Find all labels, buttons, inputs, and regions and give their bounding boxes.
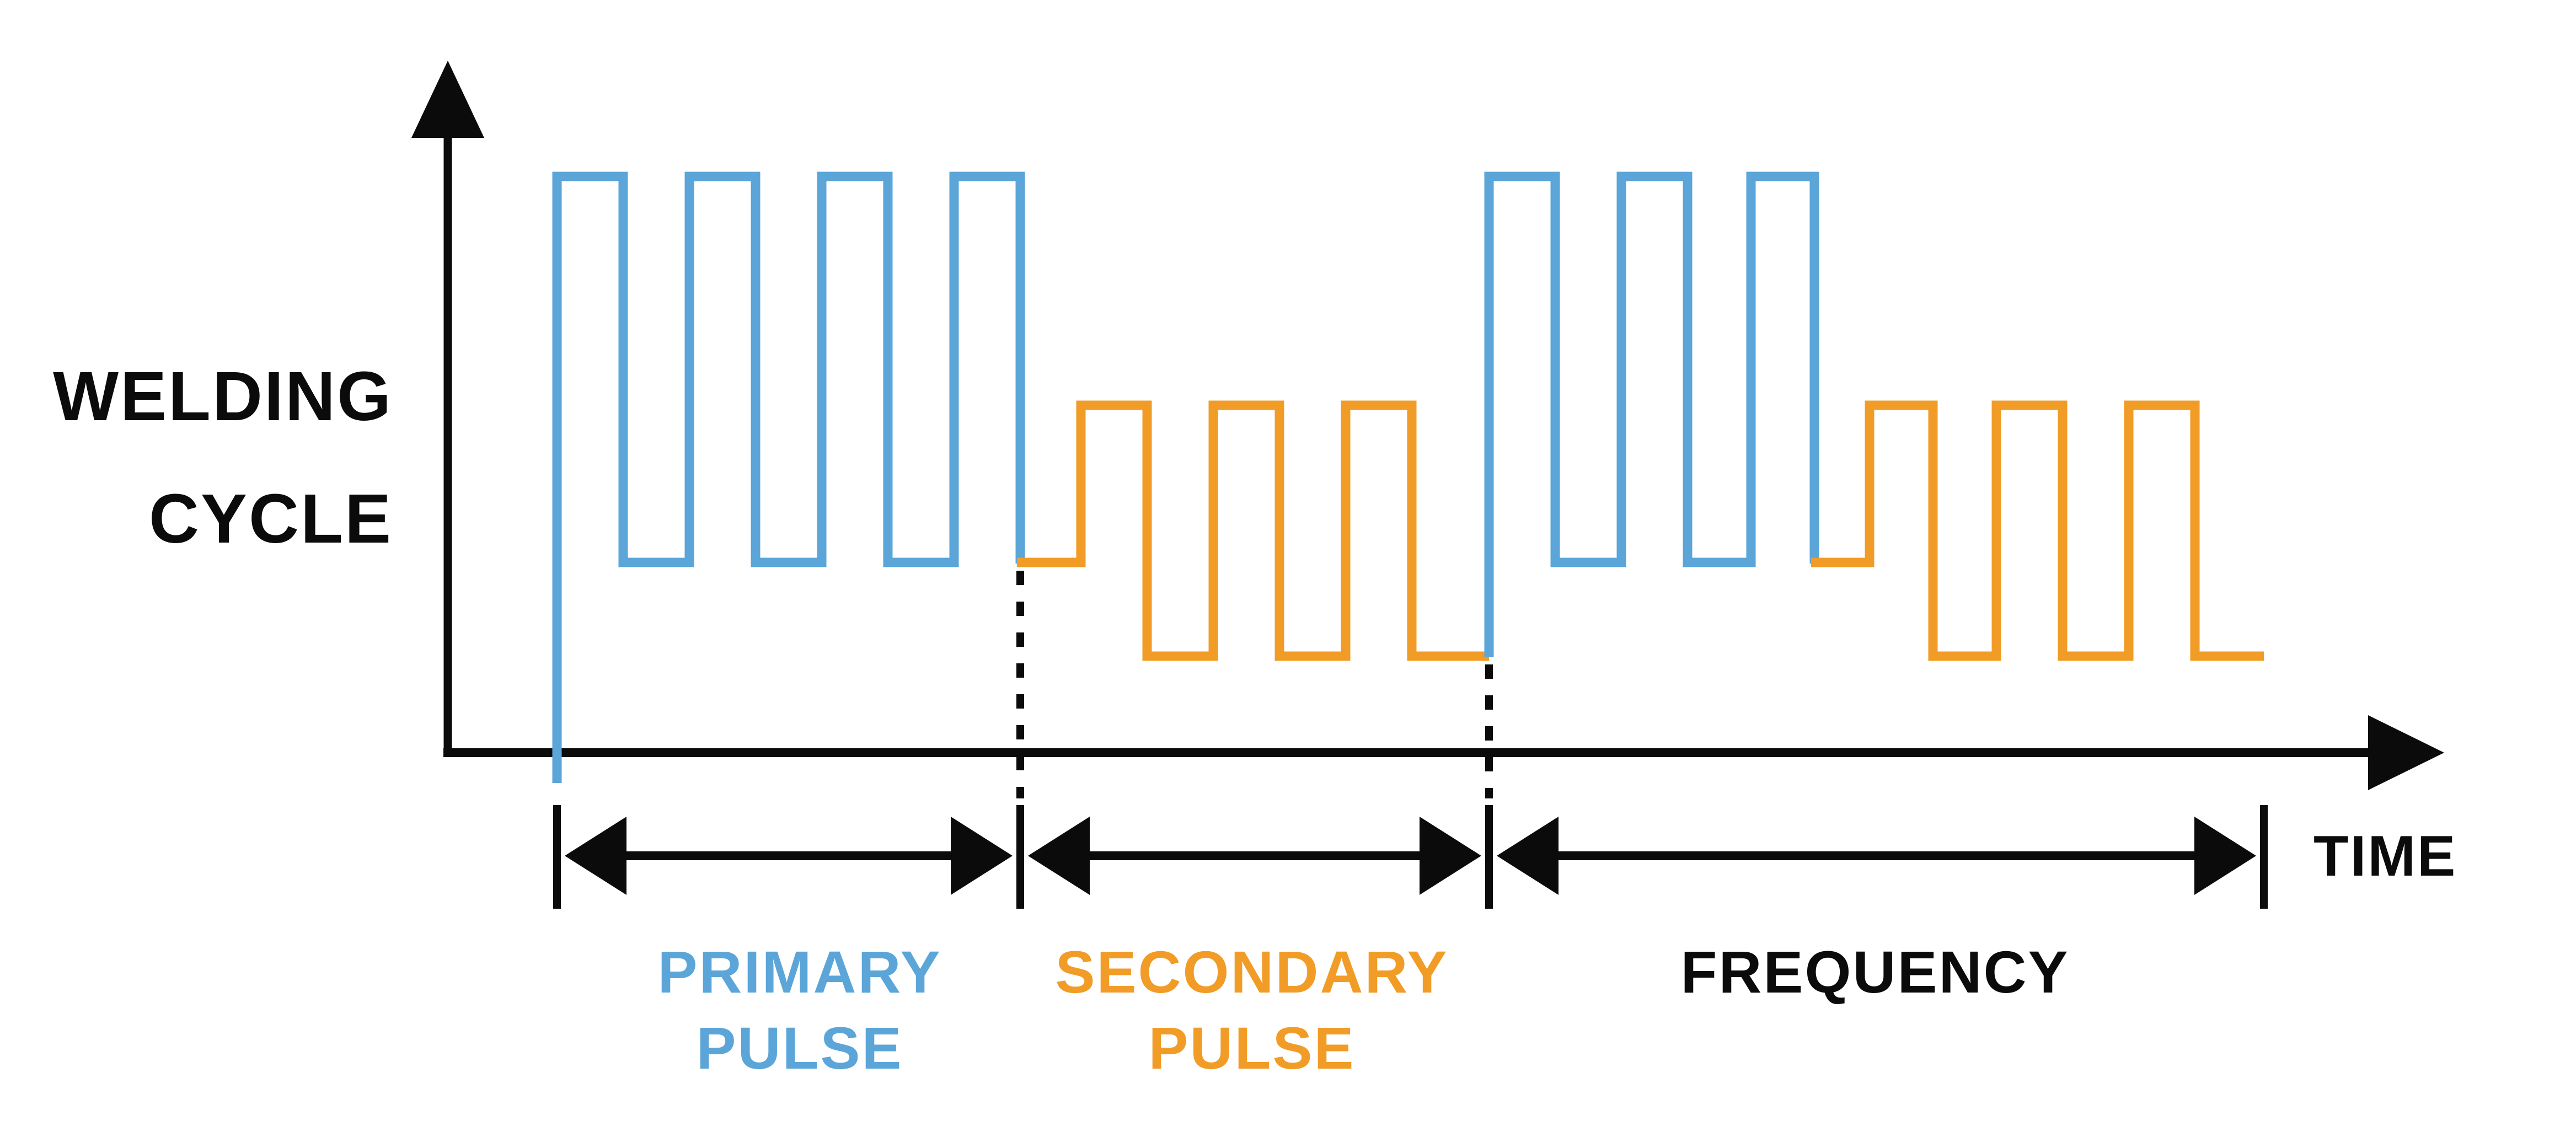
frequency-label: FREQUENCY bbox=[1680, 938, 2069, 1005]
interval-arrowhead-right bbox=[951, 817, 1013, 895]
interval-arrowhead-right bbox=[1420, 817, 1481, 895]
secondary-pulse-waveform bbox=[1017, 400, 1489, 661]
primary-pulse-waveform bbox=[1484, 171, 1819, 657]
x-axis-arrowhead bbox=[2368, 715, 2444, 790]
interval-arrowhead-right bbox=[2194, 817, 2256, 895]
x-axis-label: TIME bbox=[2313, 824, 2457, 888]
primary-pulse-label-line1: PRIMARY bbox=[657, 938, 941, 1005]
y-axis-arrowhead bbox=[411, 61, 484, 138]
secondary-pulse-waveform bbox=[1811, 400, 2264, 661]
secondary-pulse-label-line1: SECONDARY bbox=[1055, 938, 1448, 1005]
primary-pulse-waveform bbox=[552, 171, 1025, 783]
primary-pulse-label-line2: PULSE bbox=[696, 1015, 903, 1081]
interval-arrowhead-left bbox=[565, 817, 626, 895]
chart-geometry bbox=[411, 61, 2444, 909]
y-axis-label-line1: WELDING bbox=[53, 357, 393, 435]
secondary-pulse-label-line2: PULSE bbox=[1148, 1015, 1355, 1081]
interval-arrowhead-left bbox=[1028, 817, 1090, 895]
y-axis-label-line2: CYCLE bbox=[149, 480, 393, 557]
interval-arrowhead-left bbox=[1497, 817, 1559, 895]
